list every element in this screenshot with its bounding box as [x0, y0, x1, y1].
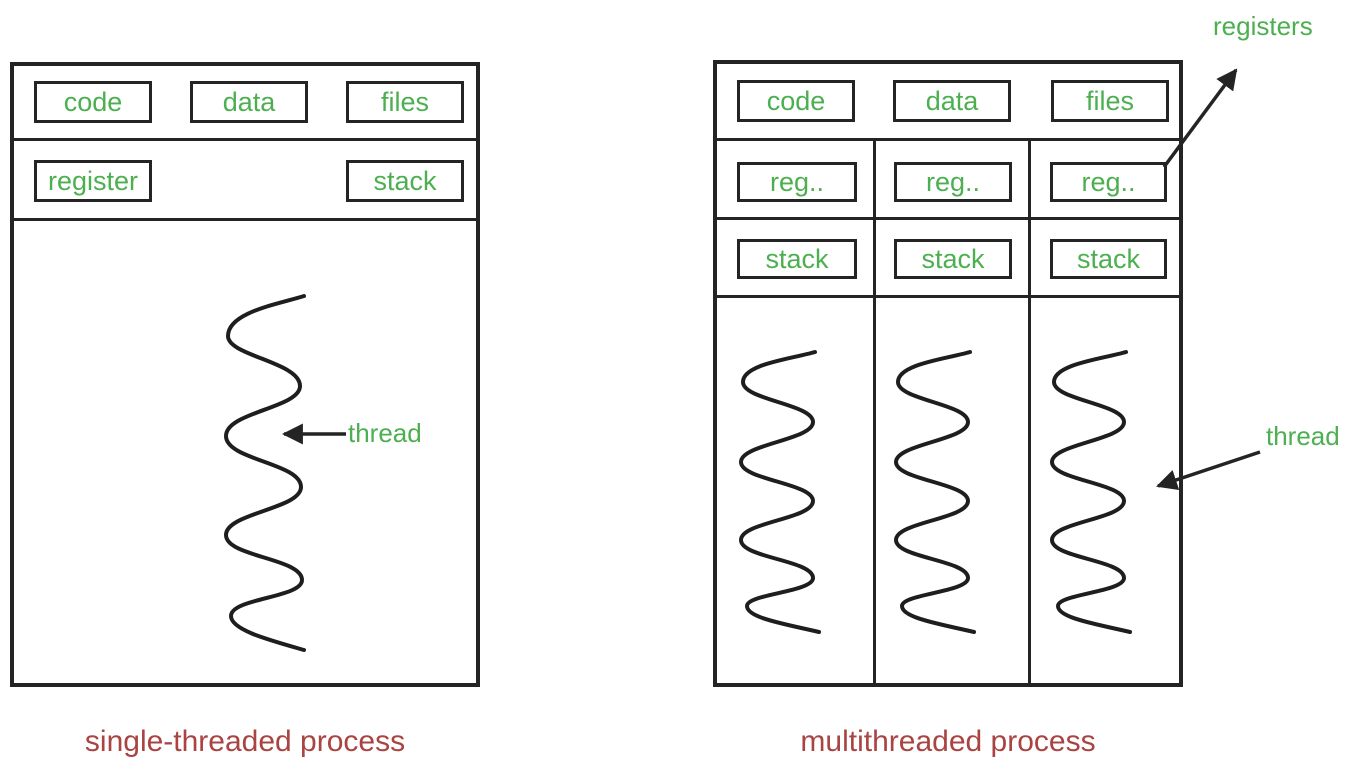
reg-label: reg.. — [769, 166, 825, 197]
reg-box-3: reg.. — [1050, 162, 1167, 202]
divider — [717, 295, 1179, 298]
data-box: data — [190, 81, 308, 123]
reg-box-1: reg.. — [737, 162, 857, 202]
multithreaded-process-box: code data files reg.. reg.. reg.. stack … — [713, 60, 1183, 687]
divider — [717, 138, 1179, 141]
divider — [14, 218, 476, 221]
register-label: register — [47, 165, 139, 196]
stack-box-2: stack — [894, 239, 1012, 279]
registers-annotation: registers — [1213, 11, 1313, 41]
stack-box: stack — [346, 160, 464, 202]
stack-box-1: stack — [737, 239, 857, 279]
divider — [717, 217, 1179, 220]
code-box: code — [737, 80, 855, 122]
column-divider — [873, 138, 876, 683]
files-label: files — [1085, 85, 1134, 116]
files-box: files — [346, 81, 464, 123]
stack-label: stack — [373, 165, 437, 196]
single-threaded-process-box: code data files register stack — [10, 62, 480, 687]
files-label: files — [380, 86, 429, 117]
stack-box-3: stack — [1050, 239, 1167, 279]
single-threaded-caption: single-threaded process — [84, 725, 406, 758]
data-label: data — [925, 85, 979, 116]
code-box: code — [34, 81, 152, 123]
stack-label: stack — [921, 243, 985, 274]
thread-annotation-left: thread — [348, 418, 422, 448]
divider — [14, 138, 476, 141]
register-box: register — [34, 160, 152, 202]
stack-label: stack — [765, 243, 829, 274]
data-label: data — [222, 86, 276, 117]
column-divider — [1028, 138, 1031, 683]
reg-label: reg.. — [1081, 166, 1136, 197]
stack-label: stack — [1076, 243, 1141, 274]
files-box: files — [1051, 80, 1169, 122]
reg-label: reg.. — [925, 166, 981, 197]
thread-annotation-right: thread — [1266, 421, 1340, 451]
multithreaded-caption: multithreaded process — [800, 725, 1096, 758]
code-label: code — [766, 85, 826, 116]
data-box: data — [893, 80, 1011, 122]
reg-box-2: reg.. — [894, 162, 1012, 202]
code-label: code — [63, 86, 123, 117]
